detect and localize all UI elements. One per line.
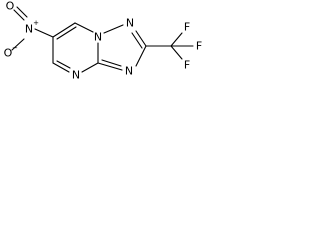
chemical-structure-diagram: O N + O − N N N N F F F — [4, 0, 203, 82]
bond-ccf3-ftop — [170, 32, 183, 47]
bond-c6-c7 — [52, 22, 76, 38]
bond-nfive-c2 — [135, 30, 147, 47]
atom-f-bottom: F — [184, 59, 190, 72]
bond-nbr-c3a-double — [101, 59, 122, 67]
bond-nbridge-nfive — [103, 24, 124, 34]
atom-f-right: F — [196, 40, 202, 53]
atom-n-bridge: N — [94, 31, 102, 44]
bond-c5-nbl — [52, 62, 70, 73]
bond-nnitro-c6 — [34, 28, 54, 38]
bond-otop-nnitro — [13, 9, 25, 21]
bond-c5-nbl-double — [56, 60, 71, 69]
bond-otop-nnitro-double — [16, 6, 28, 18]
bond-nbr-c3a — [97, 62, 123, 71]
nitro-n-positive-charge: + — [33, 19, 39, 27]
atom-labels: O N + O − N N N N F F F — [4, 0, 203, 82]
atom-n-bottom-left: N — [72, 69, 80, 82]
atom-o-bottom: O — [4, 47, 13, 60]
nitro-o-negative-charge: − — [12, 44, 18, 52]
atom-n-bottom-right: N — [125, 65, 133, 78]
atom-o-top: O — [6, 0, 15, 13]
bond-c6-c7-double — [56, 26, 77, 40]
bond-c2-nbr — [135, 45, 147, 67]
bond-nnitro-obottom — [11, 38, 25, 51]
bond-nbl-c3a — [81, 62, 99, 73]
bonds — [11, 6, 194, 73]
atom-n-five: N — [126, 17, 134, 30]
atom-n-nitro: N — [25, 23, 33, 36]
bond-c7-nbridge — [74, 22, 94, 33]
bond-ccf3-fbottom — [170, 45, 183, 60]
bond-nfive-c2-double — [131, 32, 143, 49]
atom-f-top: F — [184, 21, 190, 34]
